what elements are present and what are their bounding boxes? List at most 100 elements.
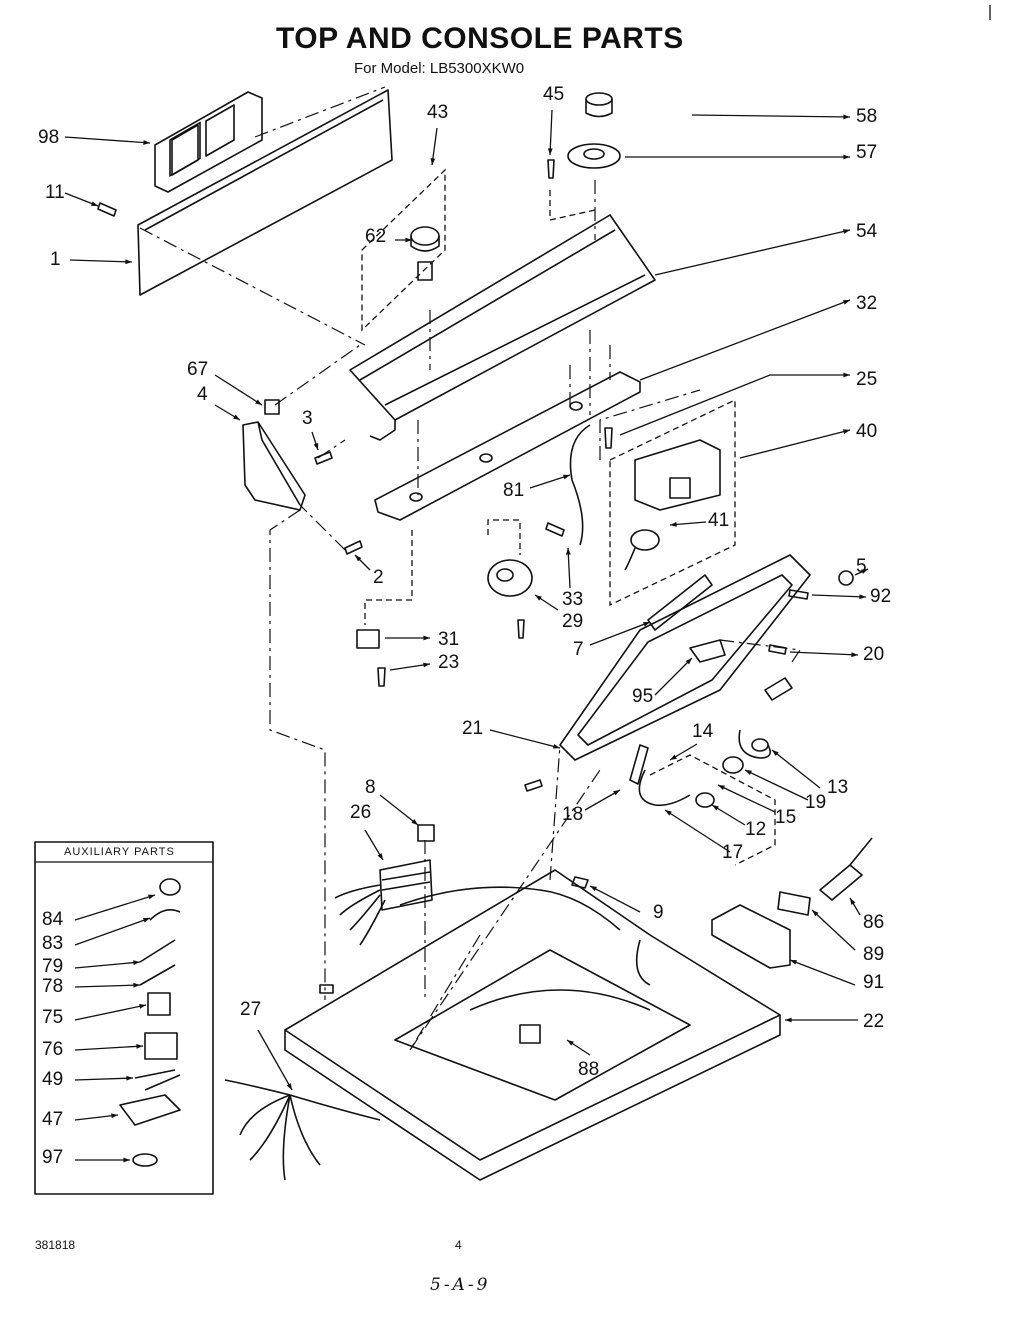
callout-2: 2 <box>373 567 384 588</box>
arrowhead-5 <box>861 569 868 574</box>
callout-81: 81 <box>503 480 524 501</box>
leader-line-7 <box>589 621 651 646</box>
leader-line-58 <box>691 114 851 118</box>
arrowhead-97 <box>123 1157 130 1163</box>
arrowhead-86 <box>850 898 856 905</box>
callout-62: 62 <box>365 226 386 247</box>
callout-88: 88 <box>578 1059 599 1080</box>
arrowhead-92 <box>859 594 866 600</box>
arrowhead-32 <box>843 300 850 305</box>
leader-line-21 <box>489 729 561 749</box>
callout-4: 4 <box>197 384 208 405</box>
part-19-bushing <box>722 756 744 774</box>
callout-1: 1 <box>50 249 61 270</box>
arrowhead-83 <box>143 917 150 923</box>
footer-page-number: 4 <box>455 1238 462 1252</box>
callout-17: 17 <box>722 842 743 863</box>
callout-95: 95 <box>632 686 653 707</box>
callout-57: 57 <box>856 142 877 163</box>
aux-part-icons <box>119 878 181 1167</box>
arrowhead-17 <box>665 810 672 816</box>
arrowhead-4 <box>233 414 240 420</box>
callout-22: 22 <box>863 1011 884 1032</box>
callout-labels: 9811143624558575432254067438141233295923… <box>38 84 891 1168</box>
leader-line-32 <box>639 299 851 381</box>
part-25-screw <box>604 427 613 449</box>
arrowhead-81 <box>563 474 570 480</box>
callout-9: 9 <box>653 902 664 923</box>
arrowhead-21 <box>553 744 560 749</box>
group-17-outline <box>649 754 776 866</box>
part-33-screw <box>545 522 565 537</box>
callout-27: 27 <box>240 999 261 1020</box>
leader-line-13 <box>771 749 821 789</box>
arrowhead-33 <box>565 548 571 555</box>
callout-leader-lines <box>64 109 869 1163</box>
arrowhead-76 <box>136 1043 143 1049</box>
part-88-component <box>519 1024 541 1044</box>
leader-line-23 <box>389 663 431 671</box>
part-9b-clip <box>319 984 334 994</box>
part-86-water-valve <box>819 837 873 901</box>
arrowhead-23 <box>423 662 430 668</box>
leader-line-84 <box>74 894 156 921</box>
arrowhead-19 <box>745 770 752 775</box>
arrowhead-41 <box>670 522 677 527</box>
arrowhead-15 <box>718 785 725 790</box>
leader-line-76 <box>74 1045 144 1051</box>
part-7-window <box>647 574 713 631</box>
leader-line-45 <box>549 109 553 156</box>
part-20-screw <box>524 779 543 792</box>
callout-3: 3 <box>302 408 313 429</box>
callout-7: 7 <box>573 639 584 660</box>
arrowhead-18 <box>613 790 620 796</box>
leader-dash-45 <box>549 190 596 221</box>
callout-29: 29 <box>562 611 583 632</box>
arrowhead-7 <box>643 622 650 627</box>
arrowhead-67 <box>255 399 262 405</box>
part-89-switch <box>777 891 811 916</box>
arrowhead-29 <box>535 595 542 601</box>
callout-86: 86 <box>863 912 884 933</box>
arrowhead-47 <box>111 1113 118 1119</box>
auxiliary-parts-title: AUXILIARY PARTS <box>64 846 175 858</box>
arrowhead-95 <box>685 658 692 665</box>
leader-line-27 <box>257 1029 293 1091</box>
part-40-switch-housing <box>634 439 721 511</box>
callout-19: 19 <box>805 792 826 813</box>
leader-line-18 <box>584 789 621 811</box>
part-23b-screw <box>517 619 525 639</box>
callout-45: 45 <box>543 84 564 105</box>
callout-40: 40 <box>856 421 877 442</box>
callout-97: 97 <box>42 1147 63 1168</box>
callout-21: 21 <box>462 718 483 739</box>
callout-89: 89 <box>863 944 884 965</box>
callout-18: 18 <box>562 804 583 825</box>
leader-line-1 <box>69 259 133 263</box>
leader-line-79 <box>74 961 141 969</box>
arrowhead-22 <box>785 1017 792 1023</box>
part-22-washer-top <box>284 869 781 1181</box>
arrowhead-3 <box>313 443 319 450</box>
callout-76: 76 <box>42 1039 63 1060</box>
leader-line-92 <box>811 594 867 598</box>
leader-line-20 <box>789 651 859 656</box>
footer-handwritten-note: 5-A-9 <box>430 1275 491 1295</box>
leader-line-15 <box>717 784 776 813</box>
model-subtitle: For Model: LB5300XKW0 <box>354 60 525 77</box>
part-95-hinge <box>689 639 726 663</box>
callout-8: 8 <box>365 777 376 798</box>
callout-23: 23 <box>438 652 459 673</box>
part-67-clip <box>264 399 280 415</box>
leader-dash-29 <box>487 519 521 555</box>
callout-20: 20 <box>863 644 884 665</box>
leader-line-83 <box>74 917 151 946</box>
part-27-wire-harness <box>224 1079 381 1181</box>
arrowhead-84 <box>148 894 155 900</box>
arrowhead-62 <box>405 237 412 243</box>
leader-line-19 <box>744 769 809 801</box>
callout-33: 33 <box>562 589 583 610</box>
arrowhead-45 <box>547 148 553 155</box>
